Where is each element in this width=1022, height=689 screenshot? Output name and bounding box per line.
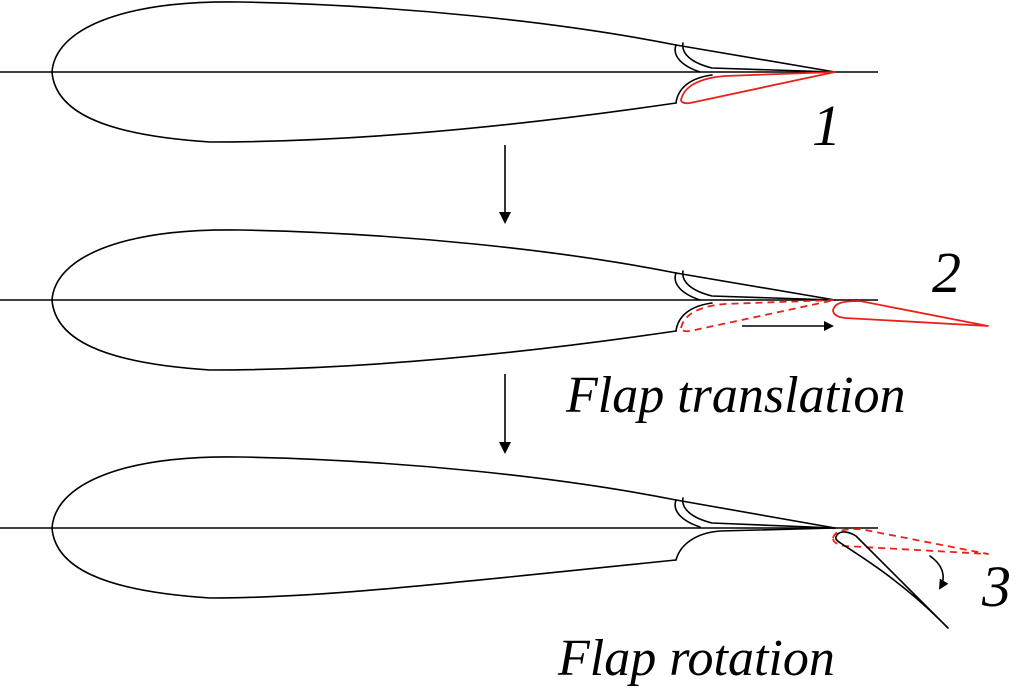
caption-flap-translation: Flap translation: [565, 367, 905, 424]
flap-rotated-3: [834, 531, 949, 629]
caption-flap-rotation: Flap rotation: [557, 630, 835, 687]
stage-1: 1: [0, 1, 878, 158]
flap-ghost-2: [680, 299, 836, 333]
airfoil-outline-3: [51, 456, 677, 599]
stage-number-2: 2: [932, 240, 961, 305]
airfoil-outline-2: [51, 229, 677, 371]
airfoil-outline-1: [51, 1, 677, 143]
stage-number-1: 1: [812, 93, 841, 158]
flap-1: [680, 71, 836, 105]
upper-trailing-edge-1: [675, 44, 836, 73]
stage-number-3: 3: [981, 554, 1011, 619]
upper-trailing-edge-2: [675, 272, 836, 301]
cove-lower-2: [675, 302, 713, 332]
rotation-arrow: [929, 555, 949, 590]
stage-2: 2 Flap translation: [0, 229, 989, 424]
flap-translated-2: [832, 300, 989, 327]
upper-trailing-edge-3: [675, 499, 836, 529]
stage-3: 3 Flap rotation: [0, 456, 1011, 687]
cove-lower-3: [675, 527, 836, 561]
flap-ghost-3: [832, 528, 989, 555]
cove-lower-1: [675, 74, 713, 104]
